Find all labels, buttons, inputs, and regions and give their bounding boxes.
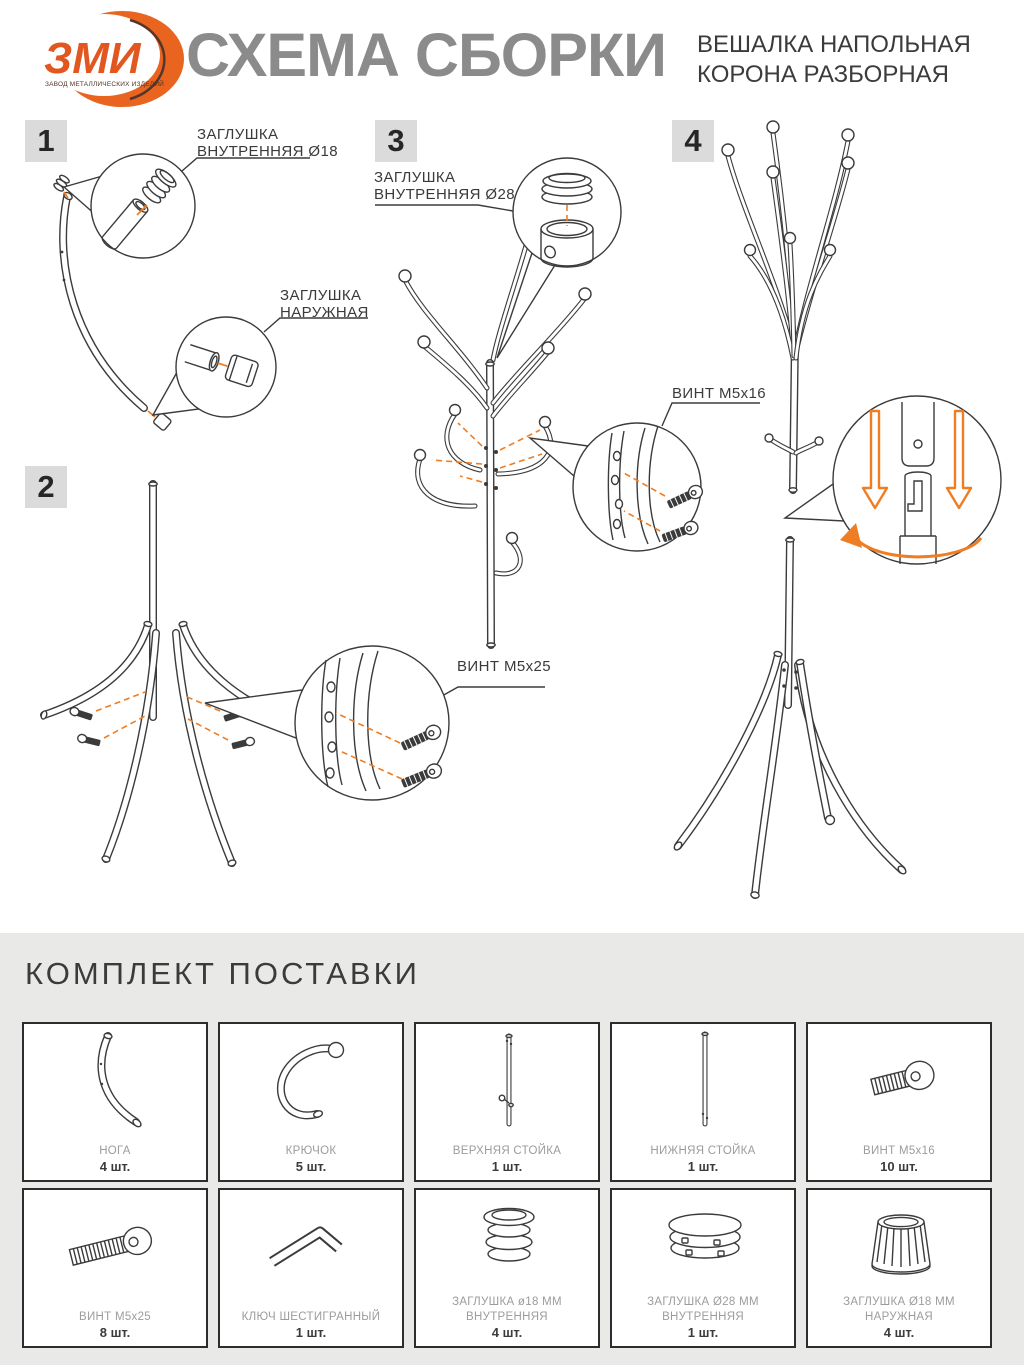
part-box-screw-m5x25: ВИНТ М5х25 8 шт. [22, 1188, 208, 1348]
part-box-leg: НОГА 4 шт. [22, 1022, 208, 1182]
zmi-logo: ЗМИ ЗАВОД МЕТАЛЛИЧЕСКИХ ИЗДЕЛИЙ [44, 11, 184, 107]
screw-m5x16-drawing [870, 1060, 935, 1096]
part-qty: 1 шт. [295, 1325, 327, 1340]
part-name: ВИНТ М5х16 [863, 1144, 935, 1157]
kit-panel: КОМПЛЕКТ ПОСТАВКИ НОГА 4 шт. [0, 933, 1024, 1365]
plug-28-inner-drawing [668, 1213, 742, 1259]
part-name: ЗАГЛУШКА ø18 ММ ВНУТРЕННЯЯ [452, 1296, 562, 1323]
part-qty: 1 шт. [687, 1325, 719, 1340]
callout-cap-outer [184, 343, 259, 388]
step-2-number: 2 [25, 466, 67, 508]
lower-pole-drawing [701, 1031, 709, 1127]
part-box-plug-18-inner: ЗАГЛУШКА ø18 ММ ВНУТРЕННЯЯ 4 шт. [414, 1188, 600, 1348]
part-box-plug-28-inner: ЗАГЛУШКА Ø28 ММ ВНУТРЕННЯЯ 1 шт. [610, 1188, 796, 1348]
part-qty: 4 шт. [99, 1159, 131, 1174]
part-name: ВЕРХНЯЯ СТОЙКА [452, 1144, 562, 1157]
hex-key-drawing [269, 1226, 343, 1267]
kit-grid: НОГА 4 шт. КРЮЧОК 5 шт. [22, 1022, 992, 1348]
step-2-drawing [40, 480, 545, 867]
part-qty: 1 шт. [491, 1159, 523, 1174]
callout-pole-joint [840, 402, 983, 564]
part-box-screw-m5x16: ВИНТ М5х16 10 шт. [806, 1022, 992, 1182]
arrow-down-icon [861, 409, 889, 510]
part-box-upper-pole: ВЕРХНЯЯ СТОЙКА 1 шт. [414, 1022, 600, 1182]
label-screw-m5x25: ВИНТ М5х25 [457, 658, 551, 675]
part-name: ЗАГЛУШКА Ø18 ММ НАРУЖНАЯ [843, 1296, 955, 1323]
logo-subtext: ЗАВОД МЕТАЛЛИЧЕСКИХ ИЗДЕЛИЙ [45, 79, 164, 88]
callout-screw-m5x16 [607, 425, 704, 545]
product-subtitle: ВЕШАЛКА НАПОЛЬНАЯ КОРОНА РАЗБОРНАЯ [697, 30, 971, 90]
part-qty: 10 шт. [880, 1159, 918, 1174]
step-4-drawing [673, 120, 1002, 899]
plug-18-inner-drawing [483, 1207, 535, 1262]
label-plug-inner-28: ЗАГЛУШКА ВНУТРЕННЯЯ Ø28 [374, 169, 515, 204]
part-name: ЗАГЛУШКА Ø28 ММ ВНУТРЕННЯЯ [647, 1296, 759, 1323]
step-1-drawing [53, 153, 368, 431]
arrow-rotate-icon [852, 533, 983, 559]
part-name: НОГА [99, 1144, 131, 1157]
part-qty: 4 шт. [491, 1325, 523, 1340]
leg-drawing [97, 1032, 142, 1128]
part-qty: 8 шт. [99, 1325, 131, 1340]
part-name: КЛЮЧ ШЕСТИГРАННЫЙ [241, 1310, 381, 1323]
screw-small [69, 706, 93, 721]
logo-swoosh [48, 11, 184, 107]
callout-screw-m5x25 [321, 650, 443, 792]
upper-pole-drawing [498, 1033, 514, 1127]
plug-inner-18-small [53, 174, 70, 192]
step-3-drawing [375, 157, 760, 649]
part-name: КРЮЧОК [285, 1144, 337, 1157]
callout-plug-28 [540, 172, 594, 268]
screw-small [77, 733, 101, 747]
cap-18-outer-drawing [871, 1214, 931, 1275]
hook-drawing [277, 1041, 345, 1120]
label-plug-inner-18: ЗАГЛУШКА ВНУТРЕННЯЯ Ø18 [197, 126, 338, 161]
step-3-number: 3 [375, 120, 417, 162]
arrow-down-icon [945, 409, 973, 510]
cap-outer-small [153, 412, 172, 431]
part-name: НИЖНЯЯ СТОЙКА [650, 1144, 756, 1157]
part-box-hex-key: КЛЮЧ ШЕСТИГРАННЫЙ 1 шт. [218, 1188, 404, 1348]
screw-small [231, 736, 256, 750]
product-subtitle-line1: ВЕШАЛКА НАПОЛЬНАЯ [697, 31, 971, 58]
kit-title: КОМПЛЕКТ ПОСТАВКИ [25, 956, 420, 991]
label-plug-outer: ЗАГЛУШКА НАРУЖНАЯ [280, 287, 369, 322]
part-box-lower-pole: НИЖНЯЯ СТОЙКА 1 шт. [610, 1022, 796, 1182]
part-box-hook: КРЮЧОК 5 шт. [218, 1022, 404, 1182]
callout-plug-18 [101, 168, 177, 250]
page-title: СХЕМА СБОРКИ [186, 21, 667, 89]
part-qty: 1 шт. [687, 1159, 719, 1174]
part-box-cap-18-outer: ЗАГЛУШКА Ø18 ММ НАРУЖНАЯ 4 шт. [806, 1188, 992, 1348]
step-4-number: 4 [672, 120, 714, 162]
label-screw-m5x16: ВИНТ М5х16 [672, 385, 766, 402]
part-qty: 5 шт. [295, 1159, 327, 1174]
product-subtitle-line2: КОРОНА РАЗБОРНАЯ [697, 61, 949, 88]
part-qty: 4 шт. [883, 1325, 915, 1340]
screw-m5x25-drawing [68, 1226, 153, 1266]
step-1-number: 1 [25, 120, 67, 162]
logo-text: ЗМИ [44, 34, 142, 83]
part-name: ВИНТ М5х25 [79, 1310, 151, 1323]
